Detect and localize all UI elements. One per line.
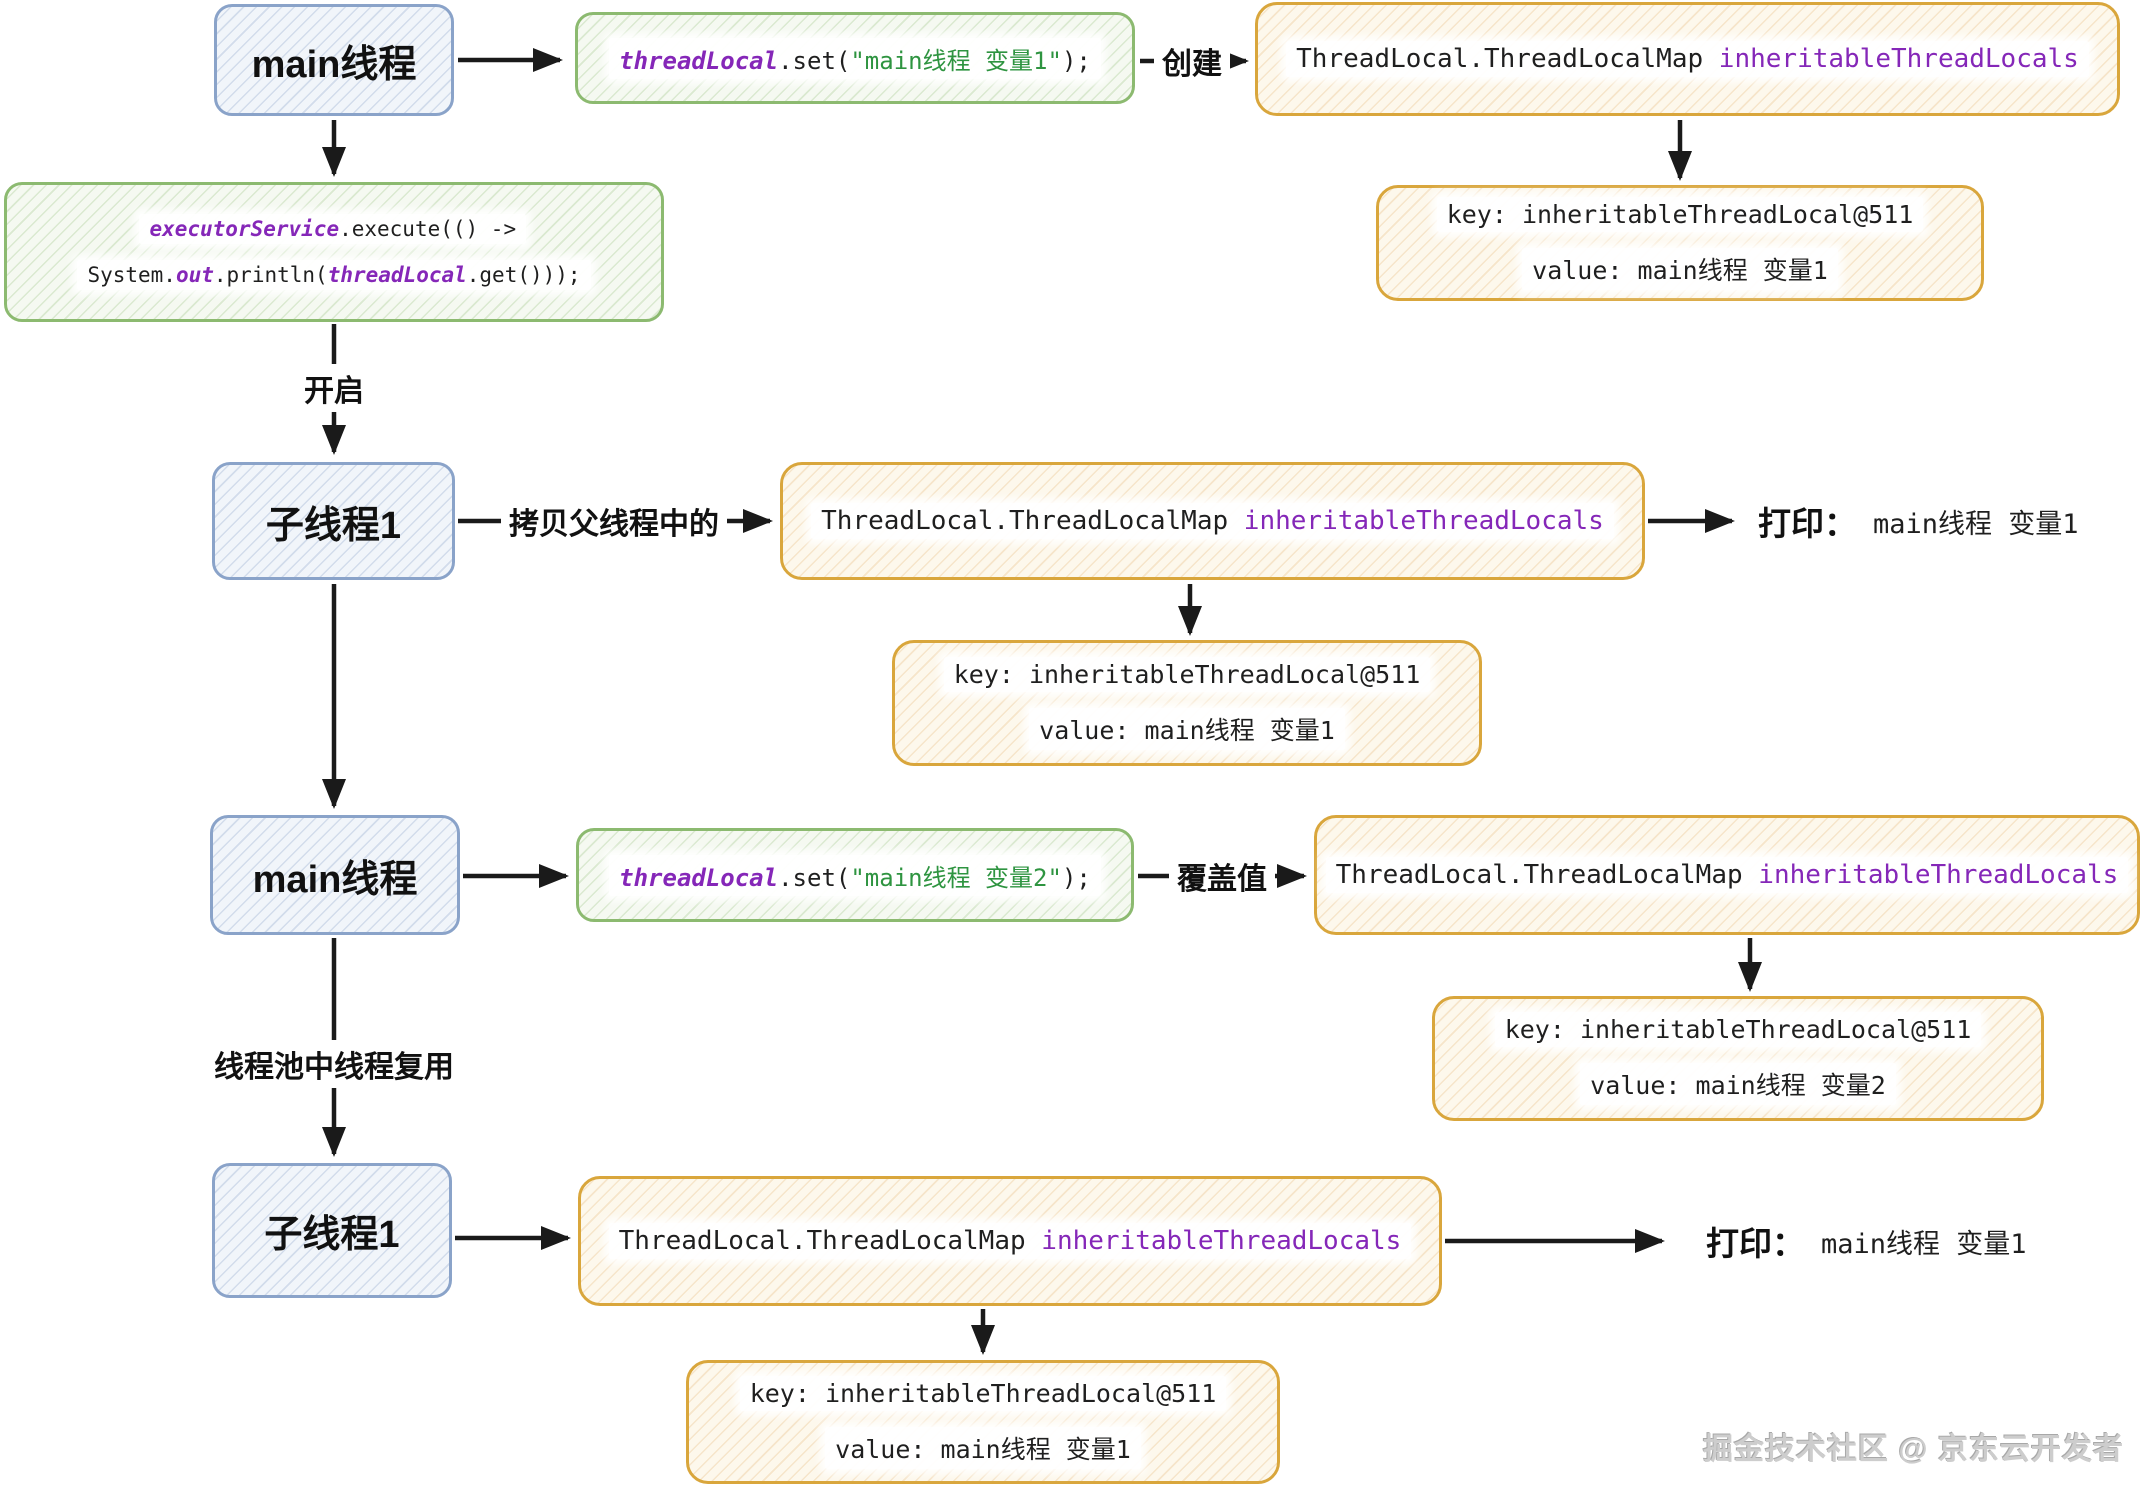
kv-box-1-key: key: inheritableThreadLocal@511	[1436, 196, 1924, 232]
map-box-1: ThreadLocal.ThreadLocalMap inheritableTh…	[1255, 2, 2120, 116]
map-box-2: ThreadLocal.ThreadLocalMap inheritableTh…	[780, 462, 1645, 580]
code-exec-line2-out: out	[175, 263, 214, 287]
print-1-prefix: 打印：	[1758, 505, 1857, 542]
code-set-1-line: threadLocal.set("main线程 变量1");	[609, 37, 1101, 79]
map-box-3-field: inheritableThreadLocals	[1758, 860, 2119, 890]
edge-label-override: 覆盖值	[1169, 852, 1275, 900]
kv-box-4: key: inheritableThreadLocal@511 value: m…	[686, 1360, 1280, 1484]
print-2-value: main线程 变量1	[1821, 1228, 2027, 1260]
map-box-3: ThreadLocal.ThreadLocalMap inheritableTh…	[1314, 815, 2140, 935]
code-exec-line2-mid: .println(	[213, 263, 328, 287]
node-child-thread-2-label: 子线程1	[264, 1214, 400, 1256]
code-set-1-string: "main线程 变量1"	[850, 46, 1062, 75]
code-set-1-var: threadLocal	[619, 46, 779, 75]
node-main-thread-1: main线程	[214, 4, 454, 116]
map-box-4-text: ThreadLocal.ThreadLocalMap inheritableTh…	[608, 1223, 1412, 1259]
code-exec-line1-rest: .execute(() ->	[339, 217, 517, 241]
node-main-thread-1-label: main线程	[251, 43, 417, 86]
node-child-thread-1: 子线程1	[212, 462, 455, 580]
kv-box-1: key: inheritableThreadLocal@511 value: m…	[1376, 185, 1984, 301]
kv-box-2-key: key: inheritableThreadLocal@511	[943, 656, 1431, 692]
code-set-2-var: threadLocal	[619, 863, 779, 892]
map-box-1-field: inheritableThreadLocals	[1718, 44, 2079, 74]
code-exec-line2-var: threadLocal	[327, 263, 467, 287]
code-set-2-string: "main线程 变量2"	[850, 863, 1062, 892]
kv-box-3-key: key: inheritableThreadLocal@511	[1494, 1012, 1982, 1047]
code-exec-line2: System.out.println(threadLocal.get()));	[77, 260, 591, 290]
map-box-4-plain: ThreadLocal.ThreadLocalMap	[618, 1226, 1042, 1256]
node-main-thread-2-label: main线程	[252, 858, 418, 901]
kv-box-4-key: key: inheritableThreadLocal@511	[739, 1375, 1227, 1411]
node-main-thread-2: main线程	[210, 815, 460, 935]
edge-label-start: 开启	[296, 364, 372, 412]
kv-box-3-value: value: main线程 变量2	[1580, 1063, 1896, 1105]
map-box-2-text: ThreadLocal.ThreadLocalMap inheritableTh…	[811, 503, 1614, 539]
kv-box-1-value: value: main线程 变量1	[1522, 247, 1838, 290]
kv-box-2: key: inheritableThreadLocal@511 value: m…	[892, 640, 1482, 766]
print-result-1: 打印： main线程 变量1	[1758, 497, 2079, 545]
map-box-4: ThreadLocal.ThreadLocalMap inheritableTh…	[578, 1176, 1442, 1306]
code-exec-line1: executorService.execute(() ->	[139, 214, 527, 244]
code-exec-line2-end: .get()));	[466, 263, 581, 287]
code-box-executor: executorService.execute(() -> System.out…	[4, 182, 664, 322]
kv-box-4-value: value: main线程 变量1	[825, 1426, 1141, 1469]
map-box-1-text: ThreadLocal.ThreadLocalMap inheritableTh…	[1286, 41, 2089, 77]
map-box-3-plain: ThreadLocal.ThreadLocalMap	[1335, 860, 1759, 890]
code-box-set-2: threadLocal.set("main线程 变量2");	[576, 828, 1134, 922]
code-exec-line2-pre: System.	[87, 263, 176, 287]
map-box-1-plain: ThreadLocal.ThreadLocalMap	[1296, 44, 1719, 74]
code-set-2-call: .set(	[778, 863, 851, 892]
print-2-prefix: 打印：	[1706, 1225, 1805, 1262]
map-box-4-field: inheritableThreadLocals	[1041, 1226, 1402, 1256]
watermark: 掘金技术社区 @ 京东云开发者	[1703, 1433, 2124, 1466]
code-set-1-end: );	[1061, 46, 1091, 75]
code-set-2-line: threadLocal.set("main线程 变量2");	[609, 854, 1101, 896]
edge-label-copy-parent: 拷贝父线程中的	[501, 497, 727, 545]
map-box-3-text: ThreadLocal.ThreadLocalMap inheritableTh…	[1325, 857, 2129, 893]
print-1-value: main线程 变量1	[1873, 508, 2079, 540]
node-child-thread-2: 子线程1	[212, 1163, 452, 1298]
kv-box-3: key: inheritableThreadLocal@511 value: m…	[1432, 996, 2044, 1121]
print-result-2: 打印： main线程 变量1	[1706, 1217, 2027, 1265]
code-set-2-end: );	[1061, 863, 1091, 892]
code-exec-line1-var: executorService	[149, 217, 340, 241]
edge-label-reuse: 线程池中线程复用	[206, 1040, 462, 1088]
code-box-set-1: threadLocal.set("main线程 变量1");	[575, 12, 1135, 104]
map-box-2-plain: ThreadLocal.ThreadLocalMap	[821, 506, 1244, 536]
node-child-thread-1-label: 子线程1	[265, 504, 402, 547]
map-box-2-field: inheritableThreadLocals	[1243, 506, 1604, 536]
code-set-1-call: .set(	[778, 46, 851, 75]
edge-label-create: 创建	[1154, 37, 1230, 85]
kv-box-2-value: value: main线程 变量1	[1029, 707, 1345, 750]
